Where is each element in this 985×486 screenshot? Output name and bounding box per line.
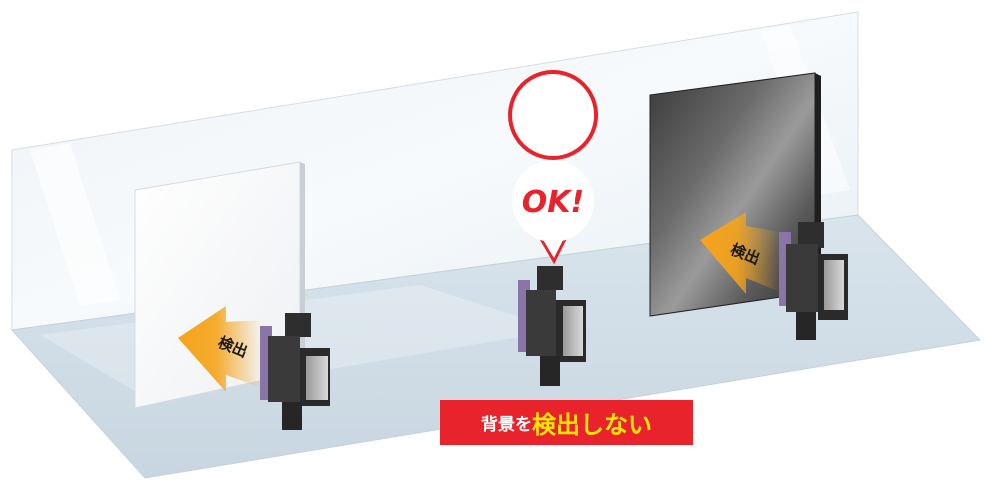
- caption-normal-text: 背景を: [481, 415, 532, 435]
- ok-bubble-text: OK!: [522, 185, 584, 220]
- white-board-edge: [300, 162, 305, 372]
- photoelectric-sensor-icon: [260, 313, 330, 430]
- caption-banner: 背景を 検出しない: [440, 400, 693, 445]
- caption-highlight-text: 検出しない: [532, 411, 652, 439]
- center-sensor: [518, 266, 586, 386]
- left-detection-arrow: 検出: [178, 306, 262, 392]
- detection-arrow-icon: [178, 306, 262, 392]
- right-detection-arrow: 検出: [700, 212, 780, 294]
- right-sensor: [779, 222, 848, 340]
- left-sensor: [260, 313, 330, 430]
- wall-reflection: [30, 143, 120, 306]
- photoelectric-sensor-icon: [779, 222, 848, 340]
- detection-arrow-icon: [700, 212, 780, 294]
- photoelectric-sensor-icon: [518, 266, 586, 386]
- ok-speech-bubble: OK!: [508, 70, 598, 265]
